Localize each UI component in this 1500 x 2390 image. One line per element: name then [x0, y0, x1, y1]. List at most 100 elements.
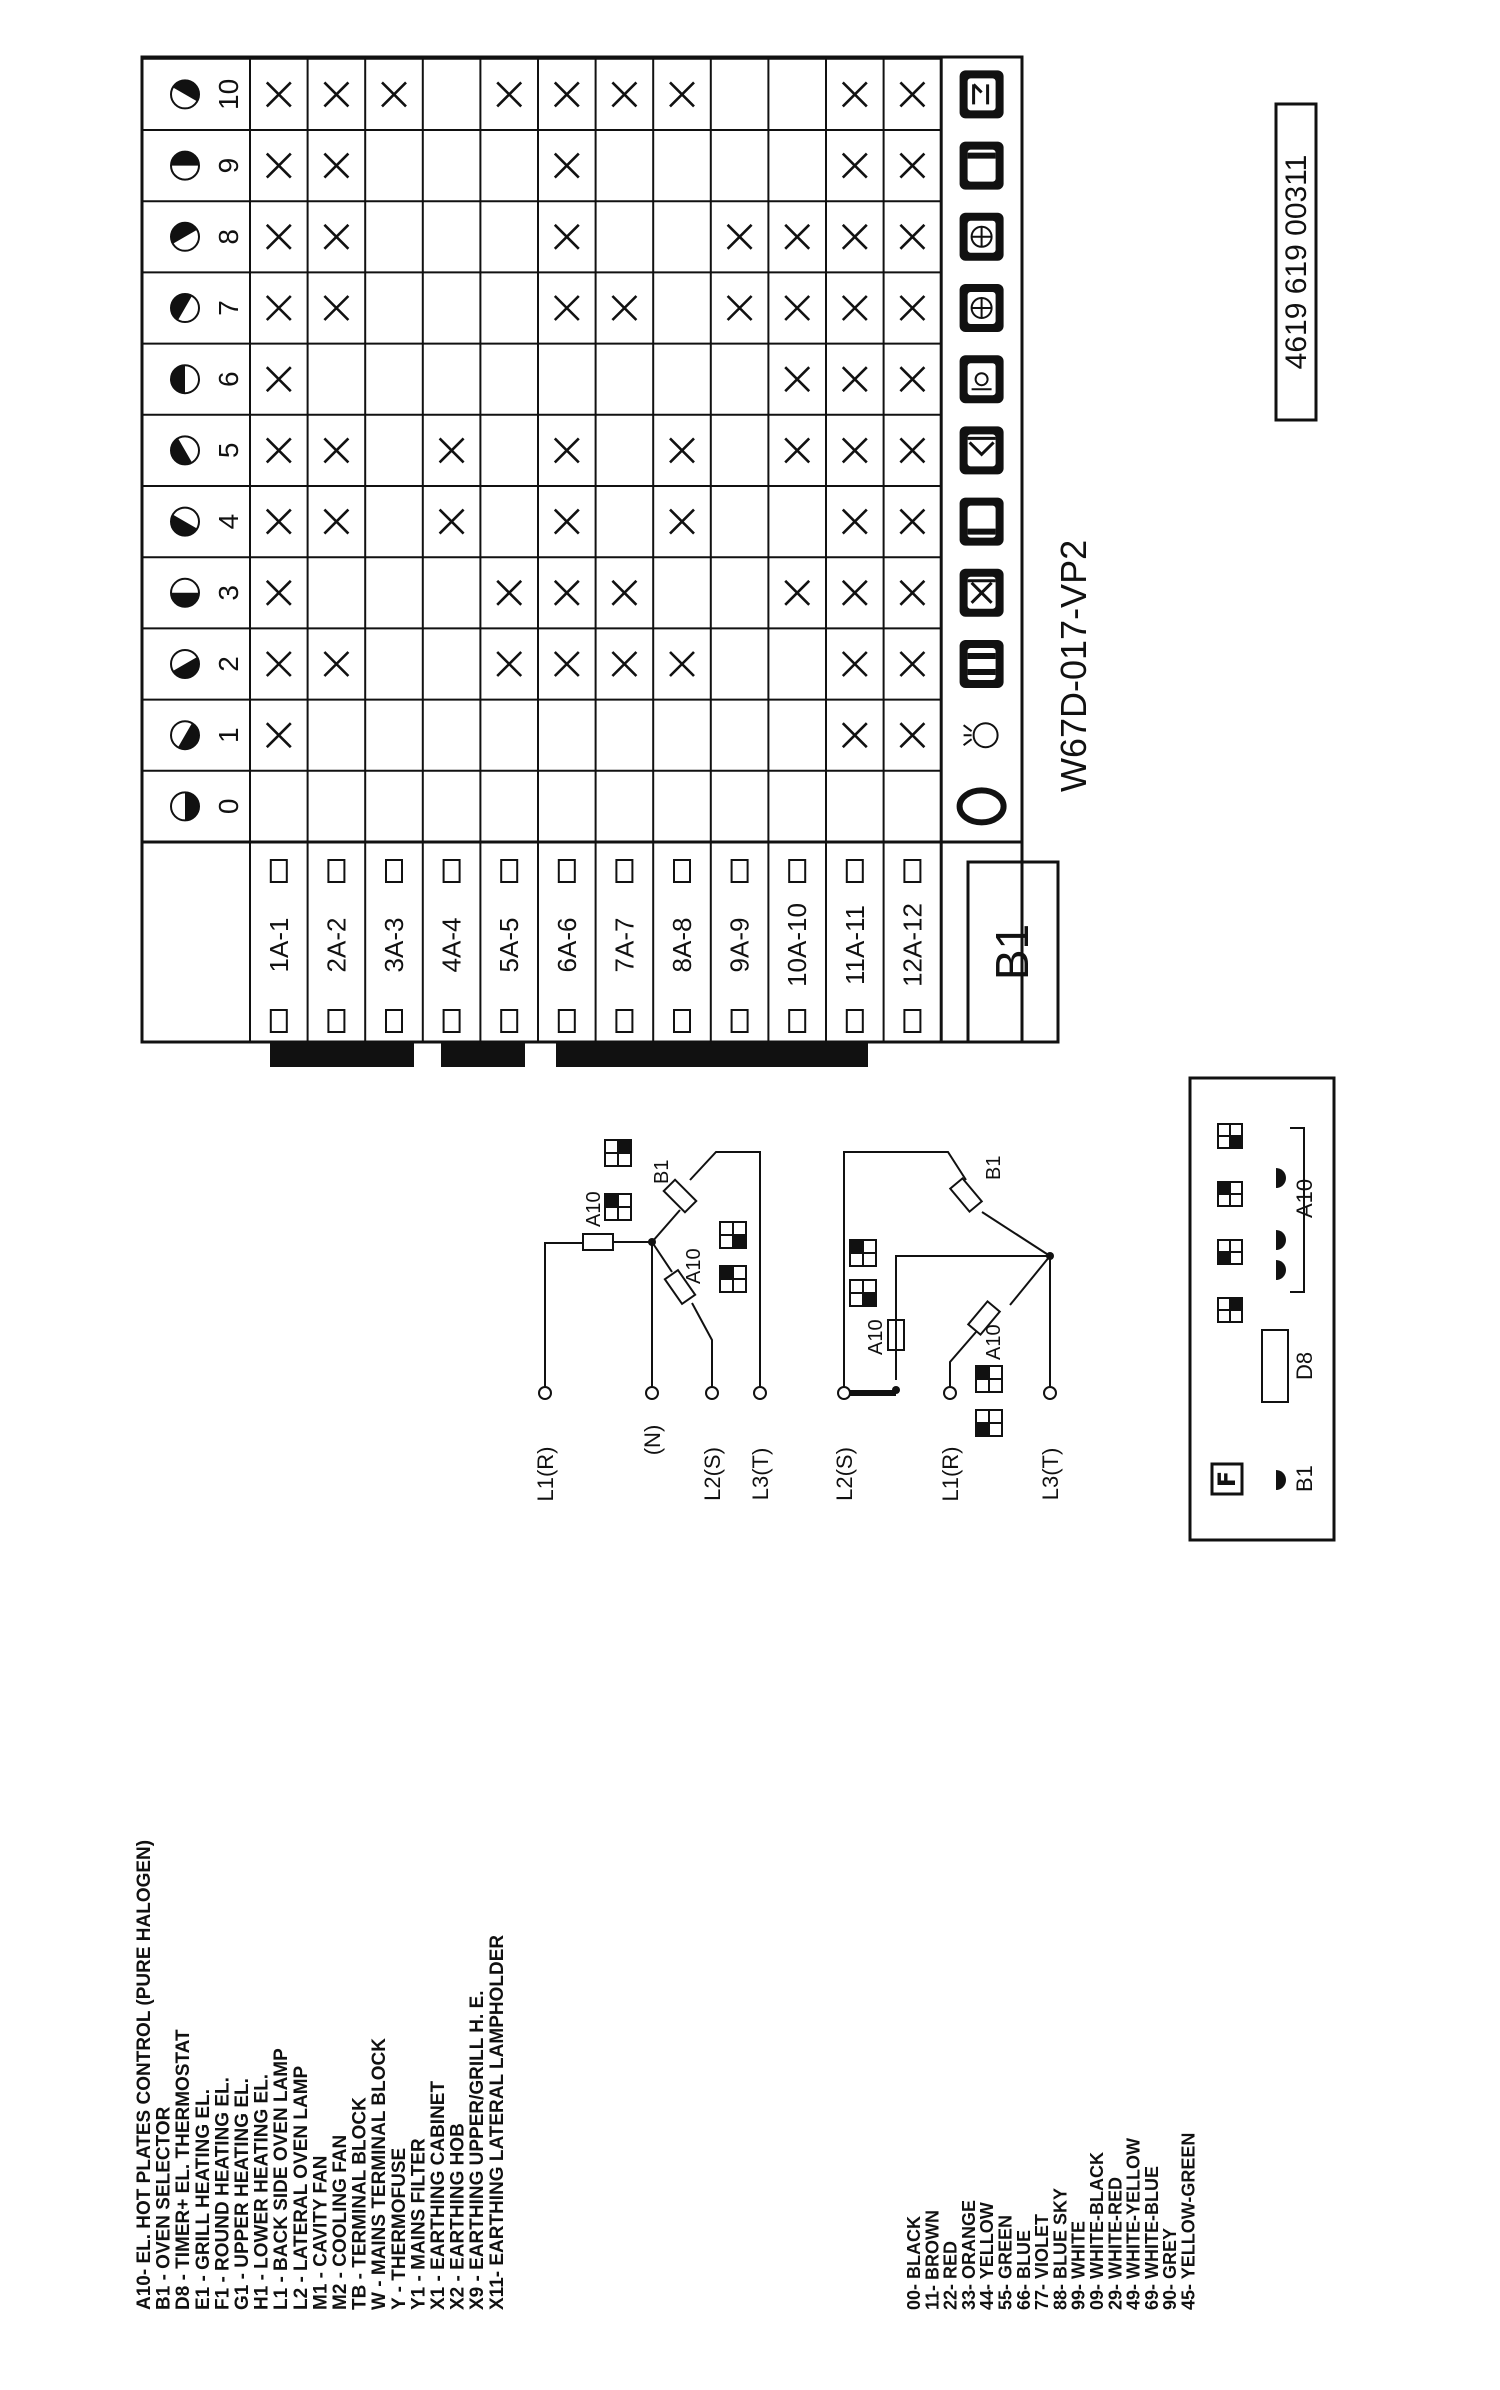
terminal-glyph — [975, 1409, 1003, 1437]
component-legend-item: W - MAINS TERMINAL BLOCK — [369, 2038, 390, 2310]
position-number: 6 — [213, 371, 244, 387]
terminal-tab — [730, 859, 749, 883]
closed-contact-mark — [265, 722, 292, 749]
knob-position-icon — [170, 435, 200, 466]
component-legend: A10- EL. HOT PLATES CONTROL (PURE HALOGE… — [134, 1840, 508, 2310]
position-number: 1 — [213, 727, 244, 743]
closed-contact-mark — [265, 651, 292, 677]
knob-icon — [1276, 1260, 1286, 1280]
closed-contact-mark — [841, 366, 868, 393]
terminal-tab — [788, 1009, 807, 1033]
color-legend-item: 88- BLUE SKY — [1050, 2188, 1070, 2310]
closed-contact-mark — [841, 437, 868, 464]
closed-contact-mark — [265, 508, 292, 535]
terminal-l3: L3(T) — [748, 1448, 773, 1501]
color-legend-item: 99- WHITE — [1069, 2221, 1089, 2310]
star-a10b-label: A10 — [683, 1248, 705, 1284]
bottom-heat-icon — [959, 497, 1004, 546]
terminal-tab — [500, 1009, 519, 1033]
component-legend-item: D8 - TIMER+ EL. THERMOSTAT — [173, 2029, 194, 2310]
terminal-tab — [442, 859, 461, 883]
resistor-a10-delta-2 — [887, 1319, 905, 1351]
closed-contact-mark — [611, 81, 638, 108]
color-legend-item: 90- GREY — [1160, 2228, 1180, 2310]
closed-contact-mark — [726, 295, 753, 321]
closed-contact-mark — [323, 81, 350, 108]
contact-label: 12A-12 — [897, 903, 927, 987]
component-legend-item: H1 - LOWER HEATING EL. — [252, 2074, 273, 2310]
knob-position-icon — [170, 364, 200, 395]
terminal-glyph — [604, 1193, 632, 1221]
knob-position-icon — [170, 150, 200, 181]
closed-contact-mark — [784, 223, 811, 250]
grid-frame — [140, 55, 1024, 1044]
position-number: 3 — [213, 585, 244, 601]
drawing-code: W67D-017-VP2 — [1053, 540, 1094, 792]
knob-position-icon — [170, 791, 200, 822]
terminal-tab — [615, 859, 634, 883]
terminal-tab — [730, 1009, 749, 1033]
component-legend-item: L2 - LATERAL OVEN LAMP — [291, 2065, 312, 2310]
closed-contact-mark — [265, 81, 292, 108]
closed-contact-mark — [669, 81, 695, 108]
star-b1-label: B1 — [651, 1160, 673, 1184]
closed-contact-mark — [438, 437, 465, 464]
color-legend-item: 77- VIOLET — [1032, 2214, 1052, 2310]
closed-contact-mark — [669, 651, 695, 677]
knob-position-icon — [170, 649, 200, 679]
delta-terminal-l3: L3(T) — [1038, 1448, 1063, 1501]
knob-icon — [1276, 1230, 1286, 1250]
resistor-a10 — [582, 1233, 614, 1251]
resistor-b1-delta — [948, 1176, 984, 1214]
closed-contact-mark — [323, 223, 350, 250]
closed-contact-mark — [265, 579, 292, 606]
terminal-tab — [615, 1009, 634, 1033]
knob-icon — [1276, 1168, 1286, 1188]
terminal-glyph — [849, 1239, 877, 1267]
closed-contact-mark — [438, 508, 465, 535]
closed-contact-mark — [899, 437, 926, 464]
component-legend-item: X1 - EARTHING CABINET — [428, 2081, 449, 2310]
contact-label: 5A-5 — [494, 918, 524, 973]
component-legend-item: A10- EL. HOT PLATES CONTROL (PURE HALOGE… — [134, 1840, 155, 2310]
closed-contact-mark — [553, 81, 580, 108]
component-legend-item: F1 - ROUND HEATING EL. — [212, 2077, 233, 2310]
terminal-tab — [500, 859, 519, 883]
terminal-glyph — [849, 1279, 877, 1307]
terminal-tab — [903, 859, 922, 883]
hob-zone-icon — [1217, 1239, 1243, 1265]
closed-contact-mark — [265, 152, 292, 179]
component-legend-item: E1 - GRILL HEATING EL. — [193, 2089, 214, 2310]
closed-contact-mark — [323, 651, 350, 677]
terminal-l1: L1(R) — [533, 1446, 558, 1501]
closed-contact-mark — [323, 508, 350, 535]
color-legend-item: 45- YELLOW-GREEN — [1179, 2133, 1199, 2310]
terminal-tab — [442, 1009, 461, 1033]
delta-b1-label: B1 — [983, 1156, 1005, 1180]
closed-contact-mark — [841, 295, 868, 321]
contact-label: 8A-8 — [667, 918, 697, 973]
terminal-n: (N) — [640, 1425, 665, 1456]
fan-ring-icon — [959, 284, 1004, 332]
terminal-tab — [269, 1009, 288, 1033]
contact-group-bars — [270, 1043, 868, 1067]
terminal-glyph — [604, 1139, 632, 1167]
panel-symbol: F — [1213, 1471, 1241, 1487]
knob-position-icon — [170, 720, 200, 751]
closed-contact-mark — [323, 437, 350, 464]
component-legend-item: B1 - OVEN SELECTOR — [154, 2106, 175, 2310]
knob-icon — [1276, 1470, 1286, 1490]
terminal-tab — [845, 1009, 864, 1033]
position-number: 2 — [213, 656, 244, 672]
component-legend-item: L1 - BACK SIDE OVEN LAMP — [271, 2048, 292, 2310]
component-legend-item: X11- EARTHING LATERAL LAMPHOLDER — [487, 1935, 508, 2310]
delta-a10-label: A10 — [865, 1319, 887, 1355]
contact-label: 3A-3 — [379, 918, 409, 973]
control-panel-layout: D8 B1 A10 F — [1188, 1076, 1336, 1542]
closed-contact-mark — [899, 366, 926, 393]
knob-position-icon — [170, 79, 200, 110]
component-legend-item: G1 - UPPER HEATING EL. — [232, 2078, 253, 2310]
component-legend-item: M1 - CAVITY FAN — [310, 2156, 331, 2310]
closed-contact-mark — [553, 508, 580, 535]
